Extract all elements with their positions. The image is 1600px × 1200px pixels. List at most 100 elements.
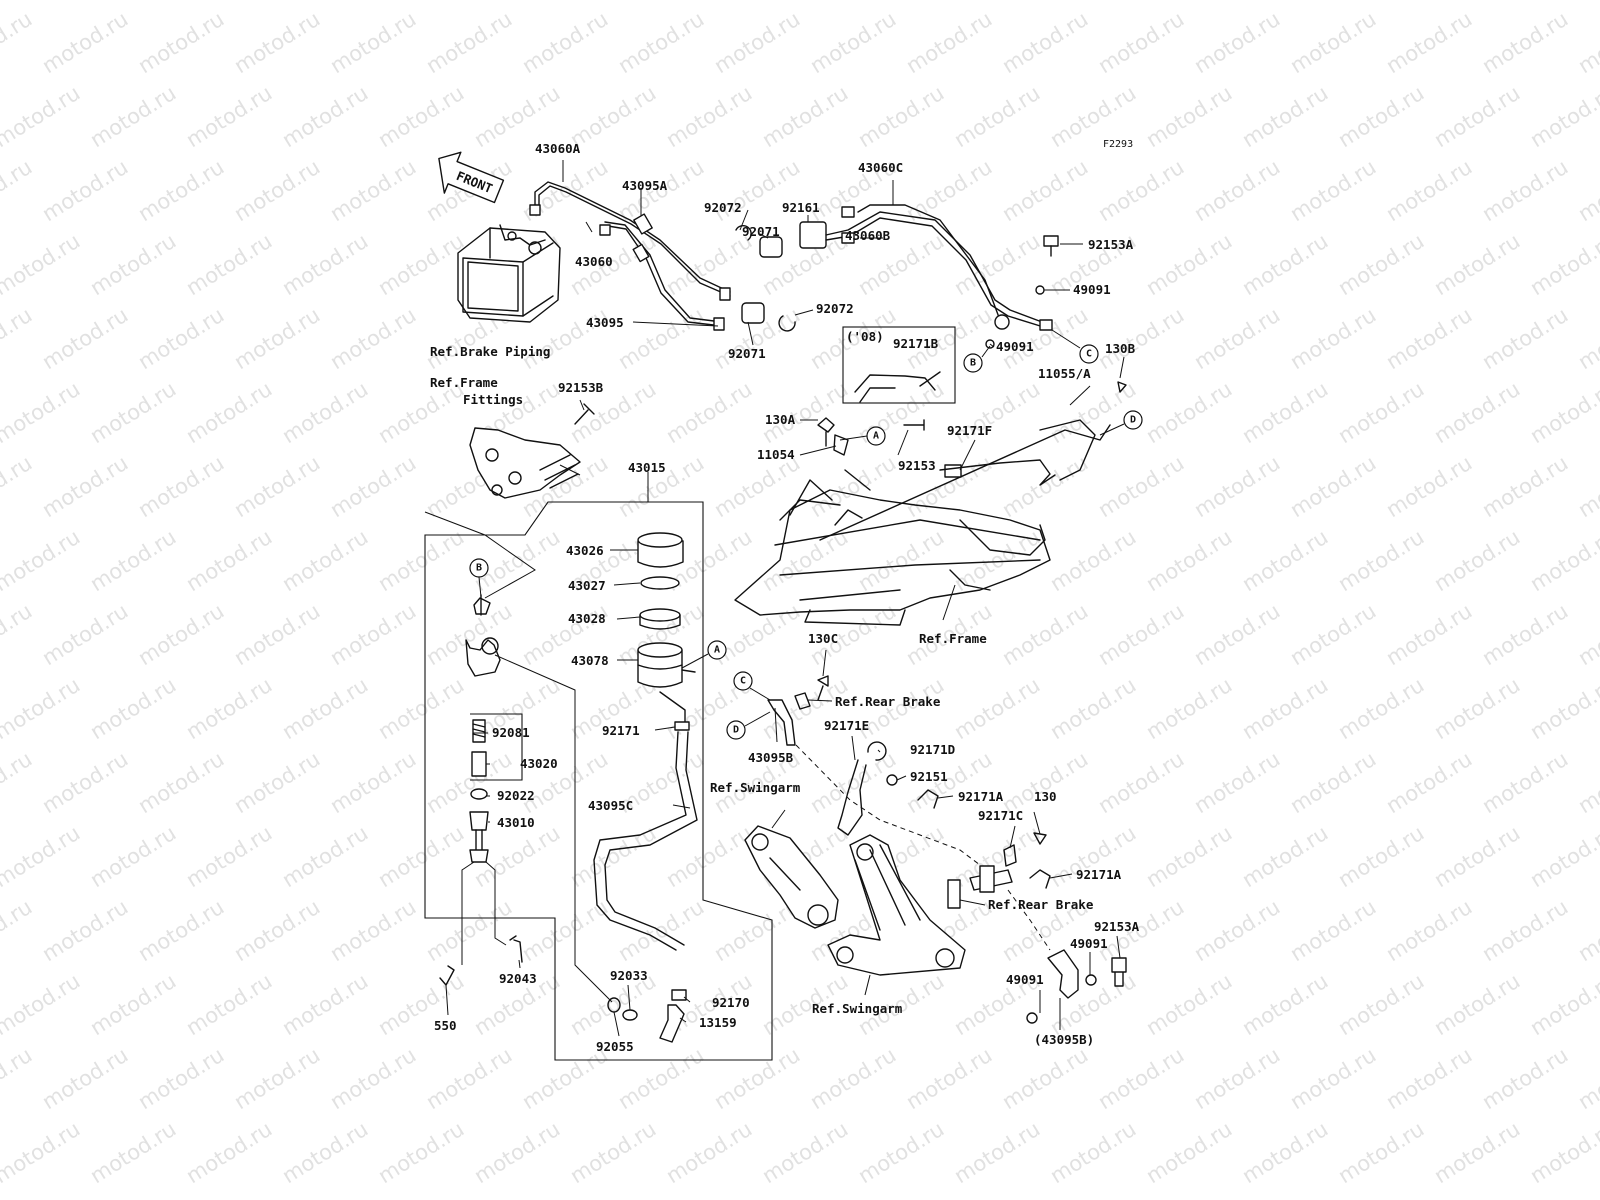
label-92171C: 92171C — [978, 808, 1023, 823]
ref-lead-D2 — [744, 711, 771, 727]
watermark-text: motod.ru — [1382, 7, 1476, 78]
watermark-text: motod.ru — [134, 155, 228, 226]
switch-route-dashed-line — [1007, 889, 1051, 951]
watermark-text: motod.ru — [278, 969, 372, 1040]
label-ref-rear-brake-2: Ref.Rear Brake — [988, 897, 1094, 912]
swingarm-triangle-drawing — [827, 834, 966, 976]
label-49091-bottom-left: 49091 — [1006, 972, 1044, 987]
watermark-text: motod.ru — [1430, 673, 1524, 744]
watermark-text: motod.ru — [1238, 821, 1332, 892]
watermark-text: motod.ru — [1382, 1043, 1476, 1114]
watermark-text: motod.ru — [470, 1117, 564, 1188]
label-43010: 43010 — [497, 815, 535, 830]
watermark-text: motod.ru — [38, 155, 132, 226]
watermark-text: motod.ru — [134, 7, 228, 78]
watermark-text: motod.ru — [1574, 7, 1600, 78]
watermark-text: motod.ru — [134, 303, 228, 374]
watermark-text: motod.ru — [182, 81, 276, 152]
watermark-text: motod.ru — [1142, 673, 1236, 744]
watermark-text: motod.ru — [662, 81, 756, 152]
watermark-text: motod.ru — [1142, 525, 1236, 596]
watermark-text: motod.ru — [1142, 969, 1236, 1040]
watermark-text: motod.ru — [1238, 0, 1332, 4]
watermark-text: motod.ru — [1190, 599, 1284, 670]
watermark-text: motod.ru — [278, 0, 372, 4]
watermark-text: motod.ru — [566, 0, 660, 4]
ref-marker-C-1: C — [1079, 344, 1099, 364]
watermark-text: motod.ru — [326, 303, 420, 374]
watermark-text: motod.ru — [1430, 229, 1524, 300]
watermark-text: motod.ru — [1526, 525, 1600, 596]
label-92033: 92033 — [610, 968, 648, 983]
watermark-text: motod.ru — [1478, 451, 1572, 522]
watermark-text: motod.ru — [1526, 1117, 1600, 1188]
watermark-text: motod.ru — [182, 229, 276, 300]
watermark-text: motod.ru — [1526, 821, 1600, 892]
watermark-text: motod.ru — [134, 451, 228, 522]
ref-lead-A1 — [839, 435, 868, 441]
label-11054: 11054 — [757, 447, 795, 462]
label-ref-brake-piping: Ref.Brake Piping — [430, 344, 550, 359]
watermark-text: motod.ru — [182, 0, 276, 4]
watermark-text: motod.ru — [326, 895, 420, 966]
watermark-text: motod.ru — [374, 229, 468, 300]
hydraulic-unit-drawing — [457, 224, 561, 323]
watermark-text: motod.ru — [1142, 229, 1236, 300]
watermark-text: motod.ru — [0, 451, 36, 522]
switch-bracket-drawing — [947, 879, 961, 909]
watermark-text: motod.ru — [662, 0, 756, 4]
watermark-text: motod.ru — [1094, 1043, 1188, 1114]
watermark-text: motod.ru — [374, 0, 468, 4]
label-92153A-lower: 92153A — [1094, 919, 1140, 934]
label-43060A: 43060A — [535, 141, 581, 156]
watermark-text: motod.ru — [1286, 7, 1380, 78]
watermark-text: motod.ru — [1574, 1043, 1600, 1114]
watermark-text: motod.ru — [0, 525, 84, 596]
label-49091-middle: 49091 — [996, 339, 1034, 354]
label-92151: 92151 — [910, 769, 948, 784]
watermark-text: motod.ru — [230, 599, 324, 670]
watermark-text: motod.ru — [86, 229, 180, 300]
watermark-text: motod.ru — [1046, 1117, 1140, 1188]
watermark-text: motod.ru — [1382, 303, 1476, 374]
watermark-text: motod.ru — [278, 81, 372, 152]
watermark-text: motod.ru — [1046, 525, 1140, 596]
watermark-text: motod.ru — [0, 895, 36, 966]
reservoir-cap-43026-drawing — [637, 532, 684, 568]
watermark-text: motod.ru — [1574, 155, 1600, 226]
watermark-text: motod.ru — [38, 599, 132, 670]
spring-92081-coils — [472, 723, 486, 738]
watermark-text: motod.ru — [1430, 821, 1524, 892]
ref-lead-D1 — [1099, 423, 1125, 436]
watermark-text: motod.ru — [854, 1117, 948, 1188]
ref-lead-C2 — [749, 687, 771, 701]
watermark-text: motod.ru — [758, 1117, 852, 1188]
watermark-text: motod.ru — [230, 747, 324, 818]
label-130B: 130B — [1105, 341, 1136, 356]
washer-49091-right-drawing — [1085, 974, 1097, 986]
diaphragm-plate-43027-drawing — [640, 576, 680, 590]
watermark-text: motod.ru — [38, 7, 132, 78]
watermark-text: motod.ru — [1238, 673, 1332, 744]
watermark-text: motod.ru — [182, 969, 276, 1040]
watermark-text: motod.ru — [1430, 81, 1524, 152]
ref-lead-B2 — [478, 576, 482, 598]
label-49091-bottom-right: 49091 — [1070, 936, 1108, 951]
watermark-text: motod.ru — [374, 1117, 468, 1188]
bolt-92153-drawing — [903, 419, 925, 431]
label-130A: 130A — [765, 412, 796, 427]
watermark-text: motod.ru — [278, 821, 372, 892]
watermark-text: motod.ru — [278, 525, 372, 596]
watermark-text: motod.ru — [422, 7, 516, 78]
watermark-text: motod.ru — [1478, 1043, 1572, 1114]
watermark-text: motod.ru — [518, 7, 612, 78]
watermark-text: motod.ru — [1382, 895, 1476, 966]
hose-fitting-13159-drawing — [659, 1004, 685, 1043]
label-92171A-1: 92171A — [958, 789, 1004, 804]
watermark-text: motod.ru — [1574, 451, 1600, 522]
figure-code: F2293 — [1103, 139, 1133, 150]
label-43095A: 43095A — [622, 178, 668, 193]
clamp-92171-drawing — [674, 721, 690, 731]
watermark-text: motod.ru — [998, 7, 1092, 78]
label-92161: 92161 — [782, 200, 820, 215]
